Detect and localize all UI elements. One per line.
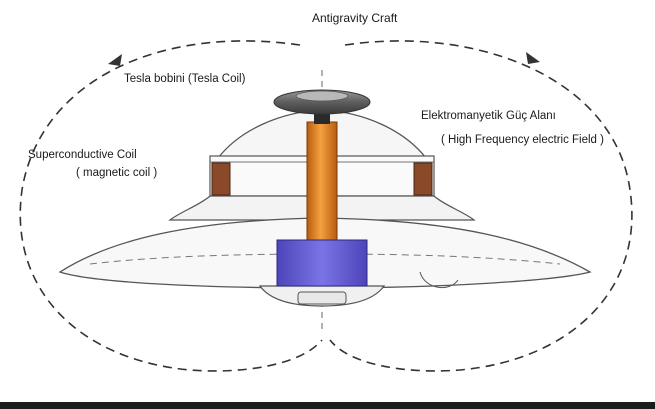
underside-hook: [419, 271, 459, 288]
rod-neck: [314, 112, 330, 124]
label-tesla-coil: Tesla bobini (Tesla Coil): [124, 73, 246, 85]
label-em-field-en: ( High Frequency electric Field ): [441, 134, 604, 146]
label-magnetic-coil: ( magnetic coil ): [76, 167, 157, 179]
arrow-left-top: [108, 54, 122, 66]
field-arrows: [108, 52, 540, 66]
label-em-field-tr: Elektromanyetik Güç Alanı: [421, 110, 556, 122]
coil-left: [211, 162, 231, 196]
bottom-nub: [297, 291, 347, 305]
field-line-left: [19, 40, 323, 372]
label-superconductive-coil: Superconductive Coil: [28, 149, 137, 161]
field-line-right: [329, 40, 633, 372]
field-lines: [19, 40, 633, 372]
coil-right: [413, 162, 433, 196]
arrow-right-top: [526, 52, 540, 64]
bottom-bar: [0, 402, 655, 409]
tesla-rod: [306, 121, 338, 251]
tesla-cap-top: [295, 90, 349, 102]
base-block: [276, 239, 368, 287]
diagram-title: Antigravity Craft: [312, 11, 398, 25]
